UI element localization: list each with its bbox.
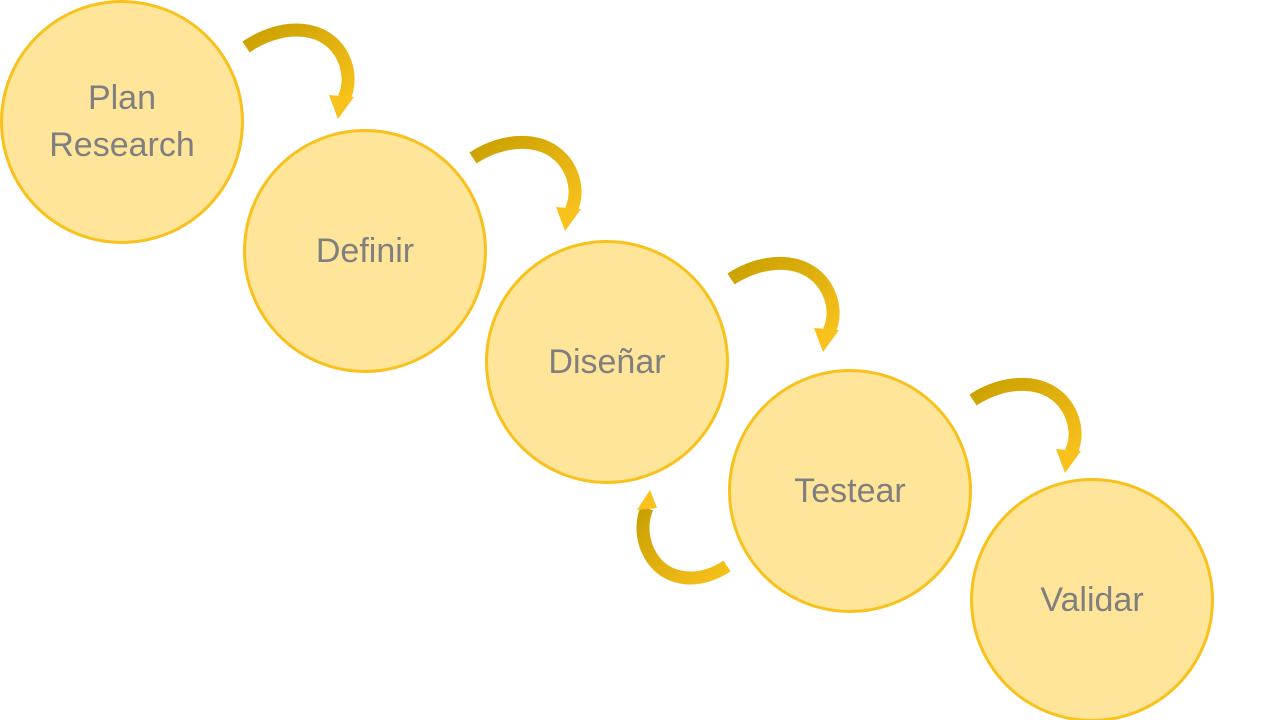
stage-label: Validar: [1040, 580, 1144, 619]
stage-label: Testear: [794, 471, 906, 510]
stage-plan-research: Plan Research: [0, 0, 244, 244]
arrow-definir-to-disenar: [469, 135, 582, 231]
stage-validar: Validar: [970, 478, 1214, 720]
arrow-testear-to-disenar: [636, 490, 731, 585]
arrow-plan-to-definir: [242, 23, 355, 119]
arrow-testear-to-validar: [969, 377, 1082, 473]
stage-label: Diseñar: [548, 342, 666, 381]
stage-label: Plan Research: [49, 79, 195, 164]
stage-testear: Testear: [728, 369, 972, 613]
arrow-disenar-to-testear: [727, 256, 840, 352]
stage-disenar: Diseñar: [485, 240, 729, 484]
stage-label: Definir: [315, 231, 415, 270]
stage-definir: Definir: [243, 129, 487, 373]
